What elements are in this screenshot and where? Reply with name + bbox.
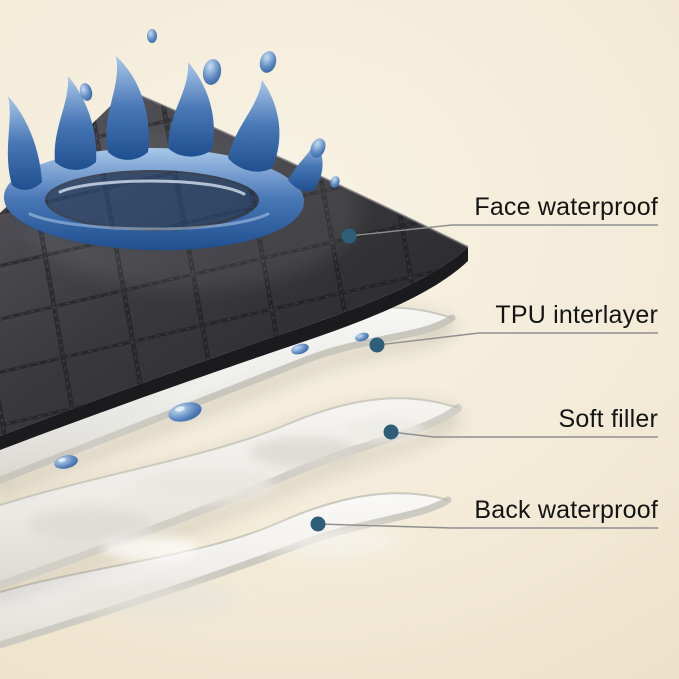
water-droplet [54,455,78,469]
callout-line [376,332,658,346]
splash-spike [106,56,149,160]
soft-filler-layer [0,397,462,602]
splash-pool [48,172,254,228]
splash-spike [168,62,214,157]
label-back-waterproof: Back waterproof [474,496,658,524]
water-droplet [147,29,157,43]
filler-fluff [28,508,152,542]
tpu-gloss [150,352,275,408]
splash-spike [7,96,42,190]
filler-fluff [250,437,360,467]
water-splash-illustration [3,29,340,251]
face-side-edge [0,247,468,450]
water-droplet [330,176,340,188]
splash-foam-highlight [58,179,246,196]
filler-fluff [135,469,275,505]
back-waterproof-layer [0,492,452,649]
label-face-waterproof: Face waterproof [474,193,658,221]
callout-line [390,431,658,438]
water-droplet [291,343,309,355]
back-texture-blob [260,526,400,554]
water-droplet [202,59,222,85]
label-soft-filler: Soft filler [558,405,658,433]
back-texture-blob [60,584,240,616]
filler-fluff [102,536,198,560]
splash-spike [54,76,97,170]
splash-spike [228,80,280,172]
tpu-gloss [60,406,175,455]
water-droplet [355,332,369,342]
tpu-surface [0,307,452,480]
water-droplet [79,83,93,101]
water-droplet [168,402,202,422]
water-droplet [259,51,277,73]
droplet-highlight [58,458,66,462]
back-waterproof-top-edge [0,492,449,593]
soft-filler-top-edge [0,397,459,506]
back-waterproof-edge [0,496,452,649]
label-tpu-interlayer: TPU interlayer [495,301,658,329]
callout-dots [310,228,399,532]
callout-lines [317,224,658,529]
callout-dot-icon [383,424,399,440]
water-droplet [310,138,326,158]
splash-foam-highlight [28,212,270,231]
callout-dot-icon [310,516,326,532]
droplet-highlight [175,406,185,412]
callout-line [317,523,658,529]
callout-dot-icon [369,337,385,353]
callout-line [348,224,658,237]
callout-dot-icon [341,228,357,244]
